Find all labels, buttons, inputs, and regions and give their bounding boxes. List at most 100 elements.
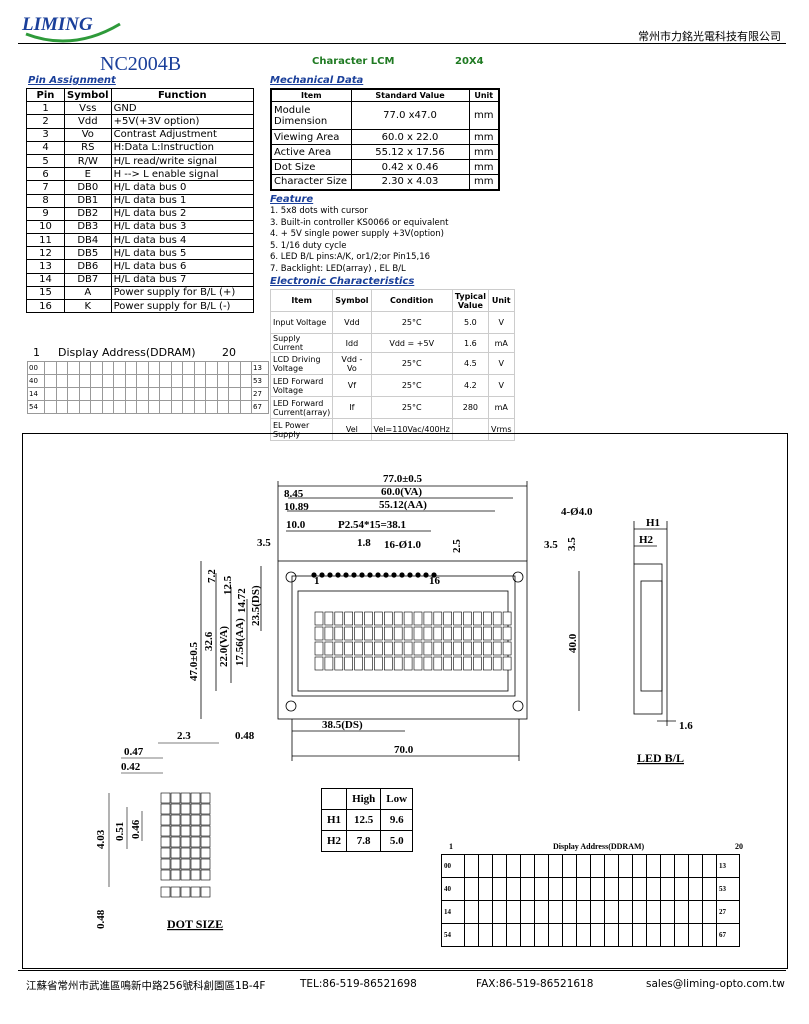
ddram-cell [159,387,172,401]
pin-number: 12 [26,246,65,261]
elec-condition: Vel=110Vac/400Hz [370,418,453,441]
connector-pin [391,572,397,578]
ddram-cell [646,877,661,901]
character-cell [334,626,344,641]
ddram-end-address: 53 [716,877,740,901]
character-cell [314,656,324,671]
ddram-cell [534,854,549,878]
connector-pin [335,572,341,578]
dim-pins: 16-Ø1.0 [384,539,421,551]
ddram-cell [506,900,521,924]
pin-function: +5V(+3V option) [110,114,255,129]
mech-item: Active Area [270,144,352,160]
character-cell [324,656,334,671]
dot-cell [200,825,211,837]
character-cell [314,626,324,641]
dot-cell [200,869,211,881]
elec-unit-header: Unit [487,289,515,312]
pin-assignment-title: Pin Assignment [28,75,116,86]
character-cell [314,611,324,626]
character-cell [334,656,344,671]
dim-ds-235: 23.5(DS) [250,585,262,626]
pin-symbol: DB3 [64,219,112,235]
ddram-cell [182,400,195,414]
ddram-cell [67,400,80,414]
pin-number: 1 [26,101,65,116]
ddram-cell [618,854,633,878]
ddram-cell [604,900,619,924]
character-cell [453,641,462,656]
mech-unit-header: Unit [468,88,500,102]
pin-number: 14 [26,272,65,287]
character-cell [413,656,423,671]
character-cell [324,611,334,626]
dim-holes: 4-Ø4.0 [561,506,593,518]
ddram-cell [688,923,703,947]
ddram-cell [520,900,535,924]
pin-function: H/L read/write signal [110,153,255,169]
ddram-cell [632,877,647,901]
ddram-start-address: 14 [27,387,45,401]
elec-item: EL Power Supply [269,418,334,441]
ddram-cell [159,400,172,414]
dim-width-770: 77.0±0.5 [383,473,423,485]
character-cell [344,656,354,671]
ddram-start-address: 40 [27,374,45,388]
character-cell [374,641,383,656]
character-cell [492,641,502,656]
ddram-start-address: 00 [27,361,45,375]
dot-cell [160,886,171,898]
ddram-cell [136,387,149,401]
character-cell [423,641,433,656]
character-cell [423,611,433,626]
electronic-characteristics-table: Item Symbol Condition Typical Value Unit… [269,289,515,441]
ddram-cell [228,374,241,388]
dot-cell [170,825,181,837]
character-cell [443,626,453,641]
pin-function: H --> L enable signal [110,167,255,182]
dim-ds-385: 38.5(DS) [322,719,363,731]
mech-unit: mm [468,174,500,190]
ddram-cell [90,374,103,388]
feature-title: Feature [270,194,314,205]
ddram-cell [170,387,183,401]
ddram2-title: Display Address(DDRAM) [553,842,645,851]
pin-function: H/L data bus 6 [110,259,255,274]
ddram-cell [478,923,493,947]
elec-condition: Vdd = +5V [370,333,453,353]
ddram-cell [124,361,137,375]
elec-unit: mA [487,333,515,353]
ddram-cell [660,900,675,924]
character-cell [383,656,393,671]
pin-symbol: A [64,285,112,301]
dot-cell [170,814,181,826]
ddram-cell [205,400,218,414]
character-cell [502,626,512,641]
ddram-cell [548,854,563,878]
mech-value: 0.42 x 0.46 [350,159,470,175]
elec-item: Input Voltage [269,311,334,334]
character-cell [423,626,433,641]
dot-cell [180,886,191,898]
ddram-cell [136,374,149,388]
model-number: NC2004B [100,53,182,75]
ddram-cell [170,400,183,414]
ddram-cell [44,400,57,414]
character-cell [393,641,403,656]
dim-width-700: 70.0 [394,744,414,756]
dot-cell [160,869,171,881]
ddram-cell [90,387,103,401]
ddram-cell [576,900,591,924]
pin-function: H/L data bus 1 [110,193,255,208]
dot-cell [180,825,191,837]
footer-email[interactable]: sales@liming-opto.com.tw [646,978,785,990]
character-cell [334,611,344,626]
